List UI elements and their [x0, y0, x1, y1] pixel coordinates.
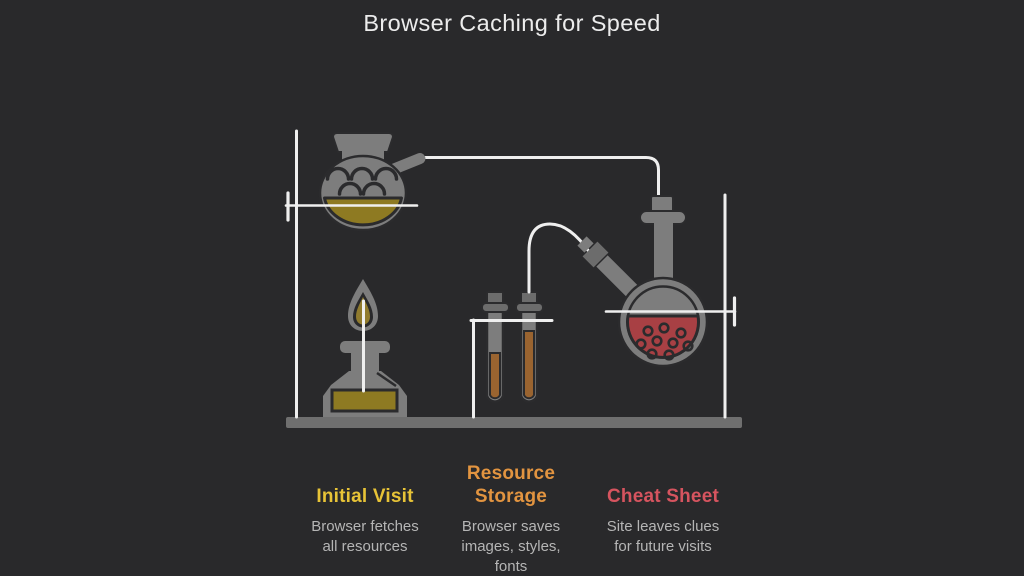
step-resource-storage: Resource Storage Browser saves images, s… [426, 450, 596, 576]
condenser-tube-icon [422, 156, 660, 200]
round-bottom-flask-icon [577, 195, 709, 368]
clamp-icon [284, 191, 419, 222]
step-heading: Initial Visit [316, 485, 414, 507]
condenser-tube-icon [527, 222, 592, 294]
lab-bench-icon [286, 417, 742, 428]
step-description: Browser fetches all resources [311, 518, 419, 555]
page-title: Browser Caching for Speed [363, 10, 661, 36]
bubbles-icon [325, 166, 399, 196]
step-cheat-sheet: Cheat Sheet Site leaves clues for future… [578, 450, 748, 557]
step-heading: Cheat Sheet [606, 485, 719, 507]
step-heading: Resource Storage [466, 462, 556, 507]
test-tube-icon [515, 291, 544, 403]
step-description: Browser saves images, styles, fonts [461, 518, 561, 575]
step-initial-visit: Initial Visit Browser fetches all resour… [280, 450, 450, 557]
clamp-icon [604, 296, 737, 327]
alcohol-burner-icon [323, 279, 407, 417]
test-tube-icon [481, 291, 510, 403]
step-description: Site leaves clues for future visits [606, 518, 720, 555]
bubbles-icon [635, 322, 694, 361]
test-tube-rack-icon [469, 318, 554, 419]
